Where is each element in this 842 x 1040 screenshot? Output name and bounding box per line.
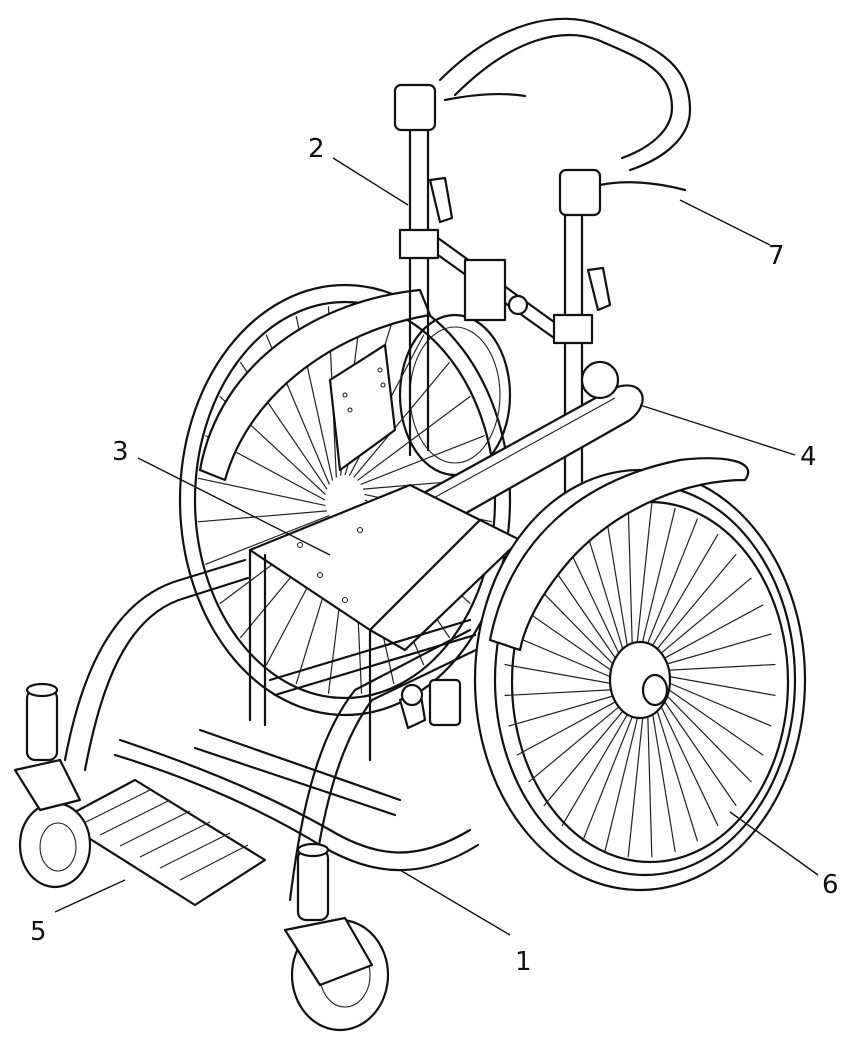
- main-frame: [63, 558, 482, 907]
- callout-7: 7: [679, 199, 785, 271]
- wheel-spoke: [658, 693, 737, 807]
- wheel-spoke: [508, 633, 619, 681]
- callout-2: 2: [308, 134, 409, 206]
- wheel-spoke: [543, 703, 630, 807]
- wheel-spoke: [656, 697, 719, 827]
- wheel-spoke: [639, 507, 676, 653]
- wheel-spoke: [653, 577, 752, 660]
- wheel-spoke: [516, 697, 624, 756]
- wheel-spoke: [528, 700, 627, 783]
- wheel-spoke: [661, 674, 776, 697]
- wheel-spoke: [658, 633, 772, 667]
- wheel-spoke: [197, 510, 328, 523]
- left-caster: [13, 682, 92, 889]
- wheel-spoke: [646, 705, 653, 858]
- wheel-spoke: [604, 507, 630, 657]
- callout-3-label: 3: [112, 437, 129, 467]
- callout-4: 4: [639, 404, 817, 472]
- callout-4-label: 4: [800, 442, 817, 472]
- wheel-spoke: [650, 553, 737, 657]
- callout-3: 3: [112, 437, 331, 556]
- right-rear-wheel: [473, 468, 807, 892]
- wheel-spoke: [353, 361, 451, 478]
- wheel-spoke: [516, 604, 619, 676]
- right-fender: [488, 457, 750, 652]
- wheel-spoke: [561, 705, 633, 827]
- wheel-spoke: [647, 533, 719, 655]
- callout-1: 1: [399, 869, 532, 977]
- callout-5-label: 5: [30, 917, 47, 947]
- wheel-spoke: [357, 395, 471, 481]
- wheel-spoke: [660, 663, 776, 672]
- wheel-spoke: [604, 707, 641, 853]
- wheel-spoke: [197, 477, 326, 507]
- wheel-spoke: [653, 700, 699, 842]
- backrest: [328, 343, 397, 472]
- wheel-spoke: [627, 502, 634, 655]
- wheel-spoke: [205, 515, 330, 565]
- callout-2-label: 2: [308, 134, 325, 164]
- callout-6: 6: [729, 811, 839, 900]
- wheel-spoke: [504, 688, 620, 697]
- callout-7-label: 7: [768, 241, 785, 271]
- footrest: [58, 778, 267, 907]
- wheel-spoke: [661, 679, 772, 727]
- left-fender: [198, 288, 432, 482]
- wheel-spoke: [635, 502, 653, 653]
- wheel-spoke: [508, 693, 622, 727]
- wheel-spoke: [627, 707, 645, 858]
- callout-6-label: 6: [822, 870, 839, 900]
- wheel-spoke: [656, 604, 764, 663]
- callout-5: 5: [30, 879, 126, 947]
- wheel-spoke: [643, 518, 699, 654]
- wheel-spoke: [660, 688, 752, 783]
- wheel-spoke: [360, 435, 485, 485]
- brake-lever: [398, 678, 462, 730]
- armrest: [409, 360, 644, 530]
- wheel-spoke: [661, 684, 764, 756]
- wheel-spoke: [581, 706, 637, 842]
- wheel-spoke: [504, 663, 619, 686]
- push-handle: [393, 17, 692, 522]
- wheel-spoke: [650, 703, 676, 853]
- callout-1-label: 1: [515, 947, 532, 977]
- seat-plate: [248, 483, 522, 762]
- right-caster: [283, 842, 390, 1032]
